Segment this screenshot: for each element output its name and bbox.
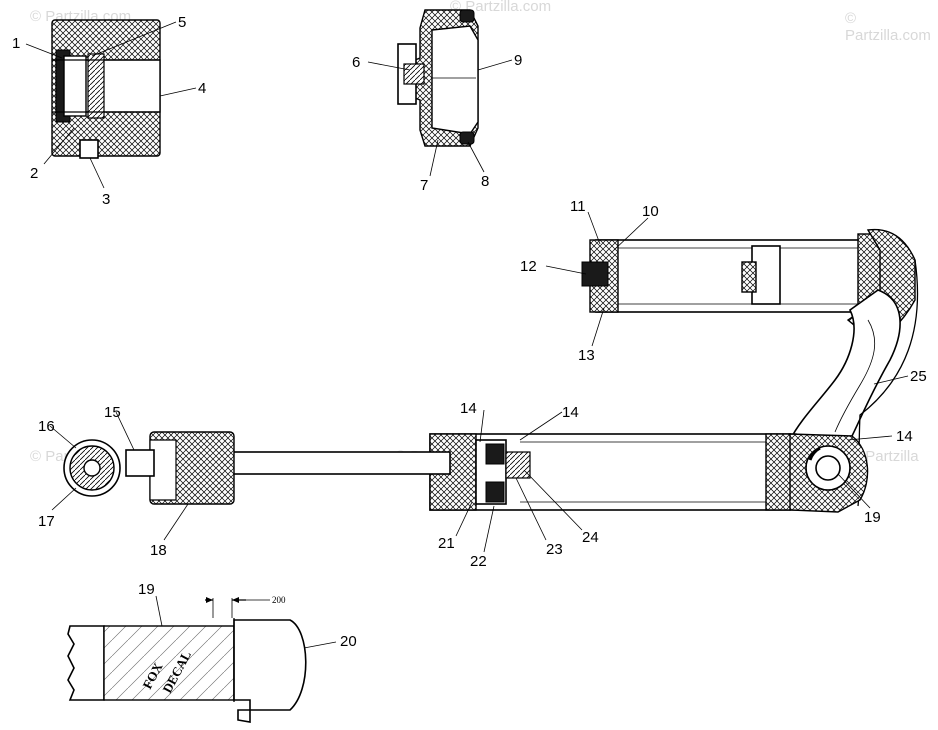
callout-labels: 1 2 3 4 5 6 7 8 9 10 11 12 13 14 14 14 1… <box>12 14 927 650</box>
callout-11: 11 <box>570 198 586 215</box>
reservoir-cylinder <box>581 228 916 341</box>
watermark: © Partzilla.com <box>450 0 552 15</box>
callout-14: 14 <box>896 428 913 445</box>
callout-24: 24 <box>582 529 599 546</box>
bushing-assembly <box>51 19 161 159</box>
callout-9: 9 <box>514 52 522 69</box>
piston-assembly <box>397 9 479 147</box>
callout-22: 22 <box>470 553 487 570</box>
callout-2: 2 <box>30 165 38 182</box>
callout-23: 23 <box>546 541 563 558</box>
callout-4: 4 <box>198 80 206 97</box>
callout-12: 12 <box>520 258 537 275</box>
callout-5: 5 <box>178 14 186 31</box>
dimension-label: 200 <box>272 595 286 605</box>
callout-6: 6 <box>352 54 360 71</box>
callout-1: 1 <box>12 35 20 52</box>
callout-21: 21 <box>438 535 455 552</box>
callout-14: 14 <box>460 400 477 417</box>
callout-16: 16 <box>38 418 55 435</box>
decal-detail: 200 FOX DECAL <box>67 595 307 723</box>
callout-17: 17 <box>38 513 55 530</box>
callout-14: 14 <box>562 404 579 421</box>
callout-19: 19 <box>138 581 155 598</box>
callout-13: 13 <box>578 347 595 364</box>
shock-body <box>429 433 869 513</box>
leader-lines <box>25 21 909 649</box>
shaft-assembly <box>63 431 451 505</box>
callout-15: 15 <box>104 404 121 421</box>
callout-18: 18 <box>150 542 167 559</box>
callout-8: 8 <box>481 173 489 190</box>
callout-20: 20 <box>340 633 357 650</box>
callout-7: 7 <box>420 177 428 194</box>
callout-3: 3 <box>102 191 110 208</box>
watermark: © Partzilla.com <box>845 10 931 44</box>
callout-19: 19 <box>864 509 881 526</box>
callout-10: 10 <box>642 203 659 220</box>
callout-25: 25 <box>910 368 927 385</box>
